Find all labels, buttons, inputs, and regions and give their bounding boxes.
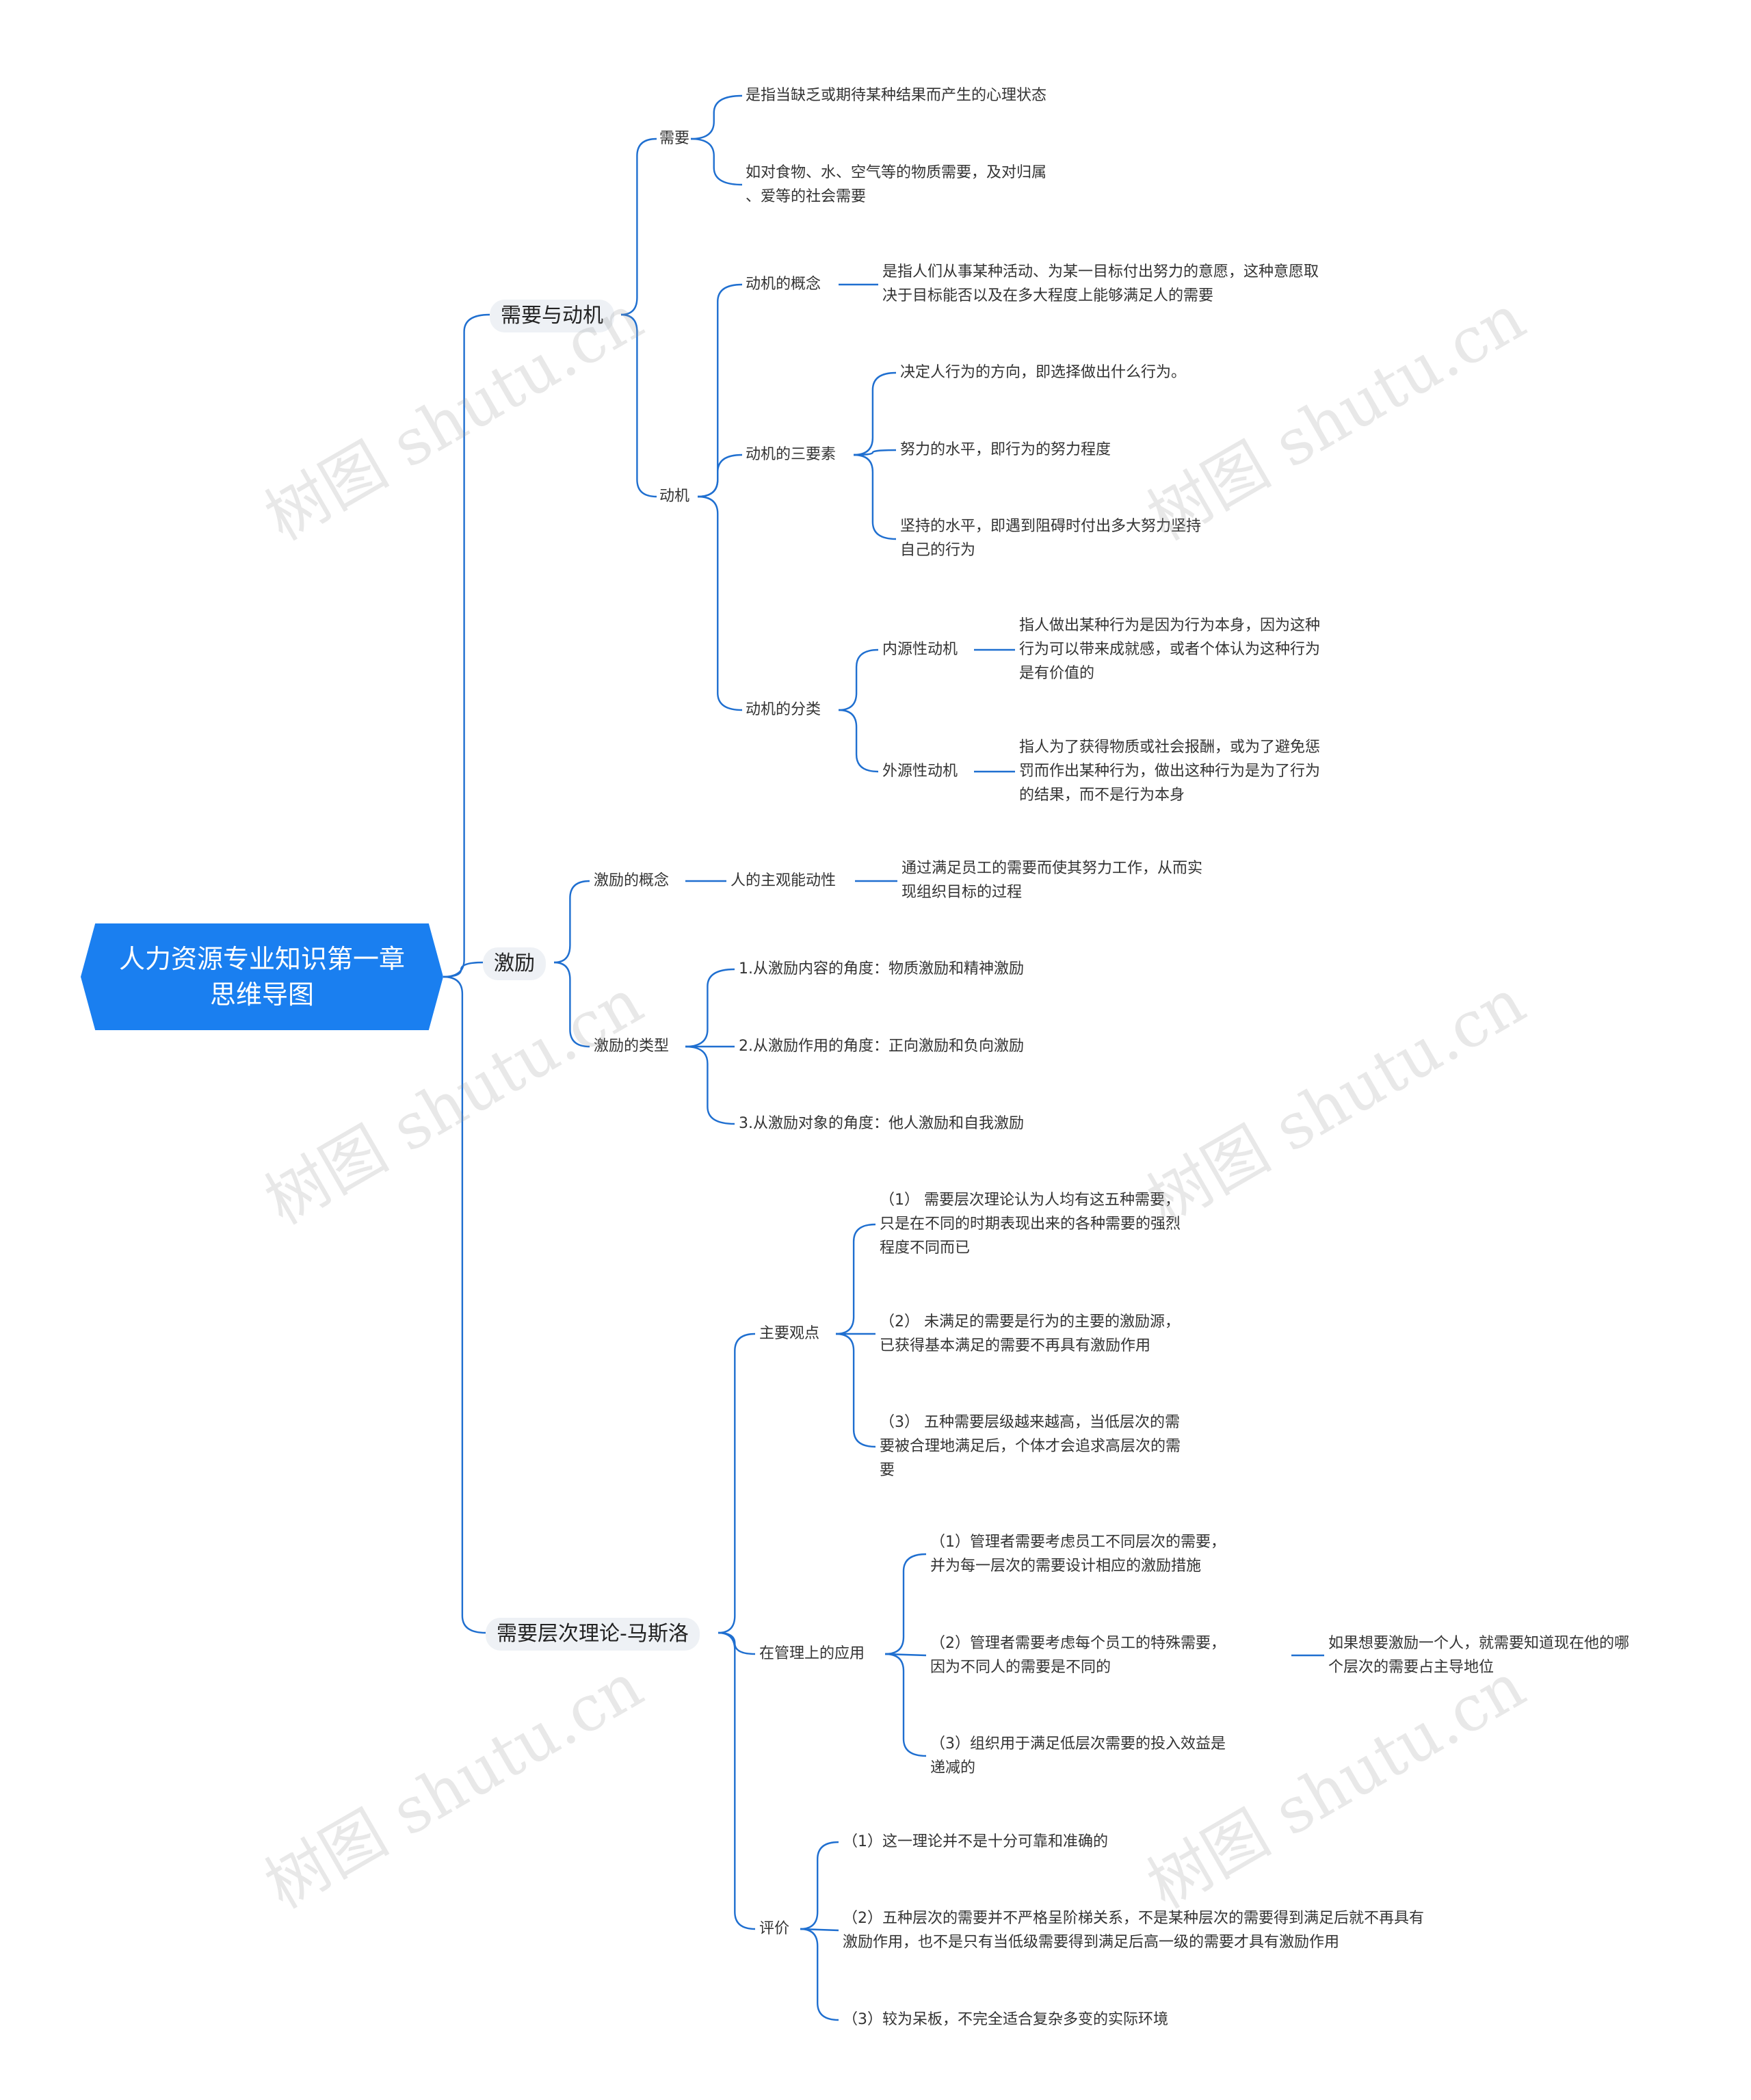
node-motive-concept-def[interactable]: 是指人们从事某种活动、为某一目标付出努力的意愿，这种意愿取 决于目标能否以及在多… <box>882 263 1319 304</box>
node-incentive-concept[interactable]: 激励的概念 <box>594 872 670 889</box>
node-mgmt-2[interactable]: （2）管理者需要考虑每个员工的特殊需要， 因为不同人的需要是不同的 <box>930 1635 1226 1676</box>
node-type-3[interactable]: 3.从激励对象的角度：他人激励和自我激励 <box>739 1115 1024 1132</box>
link-need-motive-motive <box>620 313 657 498</box>
node-three-3[interactable]: 坚持的水平，即遇到阻碍时付出多大努力坚持 自己的行为 <box>900 518 1202 559</box>
node-views[interactable]: 主要观点 <box>759 1325 820 1342</box>
node-need-def[interactable]: 是指当缺乏或期待某种结果而产生的心理状态 <box>746 87 1047 104</box>
node-three-2[interactable]: 努力的水平，即行为的努力程度 <box>900 441 1111 458</box>
node-type-2[interactable]: 2.从激励作用的角度：正向激励和负向激励 <box>739 1038 1024 1055</box>
node-three-1[interactable]: 决定人行为的方向，即选择做出什么行为。 <box>900 364 1187 381</box>
link-class-intrinsic <box>838 648 879 711</box>
link-incentive-concept <box>553 880 590 964</box>
link-need-motive-need <box>620 137 657 316</box>
node-extrinsic-def[interactable]: 指人为了获得物质或社会报酬，或为了避免惩 罚而作出某种行为，做出这种行为是为了行… <box>1019 739 1321 804</box>
node-eval-3[interactable]: （3）较为呆板，不完全适合复杂多变的实际环境 <box>843 2011 1168 2028</box>
link-motive-class <box>697 495 743 711</box>
node-motive-class[interactable]: 动机的分类 <box>746 701 821 718</box>
link-eval-1 <box>800 1841 839 1930</box>
root-node[interactable]: 人力资源专业知识第一章 思维导图 <box>81 923 443 1030</box>
link-root-incentive <box>443 961 484 978</box>
node-mgmt-3[interactable]: （3）组织用于满足低层次需要的投入效益是 递减的 <box>930 1735 1226 1776</box>
node-evaluation[interactable]: 评价 <box>759 1920 790 1937</box>
node-view-1[interactable]: （1） 需要层次理论认为人均有这五种需要， 只是在不同的时期表现出来的各种需要的… <box>880 1192 1181 1257</box>
link-root-need-motive <box>443 313 490 978</box>
link-need-def <box>690 94 743 140</box>
node-view-3[interactable]: （3） 五种需要层级越来越高，当低层次的需 要被合理地满足后，个体才会追求高层次… <box>880 1414 1181 1479</box>
link-mgmt-3 <box>884 1653 927 1757</box>
node-subjective[interactable]: 人的主观能动性 <box>730 872 837 889</box>
link-maslow-views <box>717 1333 756 1634</box>
link-three-2 <box>853 449 897 456</box>
node-intrinsic-def[interactable]: 指人做出某种行为是因为行为本身，因为这种 行为可以带来成就感，或者个体认为这种行… <box>1019 617 1321 682</box>
node-subjective-def[interactable]: 通过满足员工的需要而使其努力工作，从而实 现组织目标的过程 <box>901 860 1203 901</box>
branch-incentive[interactable]: 激励 <box>483 947 546 980</box>
node-mgmt-2-note[interactable]: 如果想要激励一个人，就需要知道现在他的哪 个层次的需要占主导地位 <box>1328 1635 1630 1676</box>
link-mgmt-1 <box>884 1553 927 1655</box>
link-view-1 <box>835 1223 876 1335</box>
link-three-3 <box>853 454 897 540</box>
node-view-2[interactable]: （2） 未满足的需要是行为的主要的激励源， 已获得基本满足的需要不再具有激励作用 <box>880 1313 1180 1354</box>
node-mgmt[interactable]: 在管理上的应用 <box>759 1645 865 1662</box>
node-need-examples[interactable]: 如对食物、水、空气等的物质需要，及对归属 、爱等的社会需要 <box>746 164 1047 205</box>
link-maslow-evaluation <box>717 1631 756 1930</box>
node-motive[interactable]: 动机 <box>659 488 690 505</box>
link-eval-3 <box>800 1928 839 2021</box>
node-motive-concept[interactable]: 动机的概念 <box>746 276 821 293</box>
node-need[interactable]: 需要 <box>659 130 690 147</box>
node-mgmt-1[interactable]: （1）管理者需要考虑员工不同层次的需要， 并为每一层次的需要设计相应的激励措施 <box>930 1534 1226 1575</box>
node-eval-2[interactable]: （2）五种层次的需要并不严格呈阶梯关系，不是某种层次的需要得到满足后就不再具有 … <box>843 1910 1424 1951</box>
link-incentive-types <box>553 961 590 1048</box>
node-incentive-types[interactable]: 激励的类型 <box>594 1038 670 1055</box>
link-motive-three <box>697 454 743 498</box>
node-type-1[interactable]: 1.从激励内容的角度：物质激励和精神激励 <box>739 960 1024 977</box>
node-extrinsic[interactable]: 外源性动机 <box>882 763 958 780</box>
node-eval-1[interactable]: （1）这一理论并不是十分可靠和准确的 <box>843 1833 1108 1850</box>
link-maslow-mgmt <box>717 1631 756 1655</box>
node-intrinsic[interactable]: 内源性动机 <box>882 641 958 658</box>
link-class-extrinsic <box>838 709 879 773</box>
branch-maslow[interactable]: 需要层次理论-马斯洛 <box>486 1618 700 1651</box>
link-root-maslow <box>443 975 486 1634</box>
node-motive-three[interactable]: 动机的三要素 <box>746 446 837 463</box>
link-type-3 <box>685 1045 735 1125</box>
link-need-examples <box>690 137 743 186</box>
link-type-1 <box>685 968 735 1048</box>
link-view-3 <box>835 1333 876 1448</box>
branch-need-motive[interactable]: 需要与动机 <box>490 300 614 332</box>
link-three-1 <box>853 371 897 456</box>
